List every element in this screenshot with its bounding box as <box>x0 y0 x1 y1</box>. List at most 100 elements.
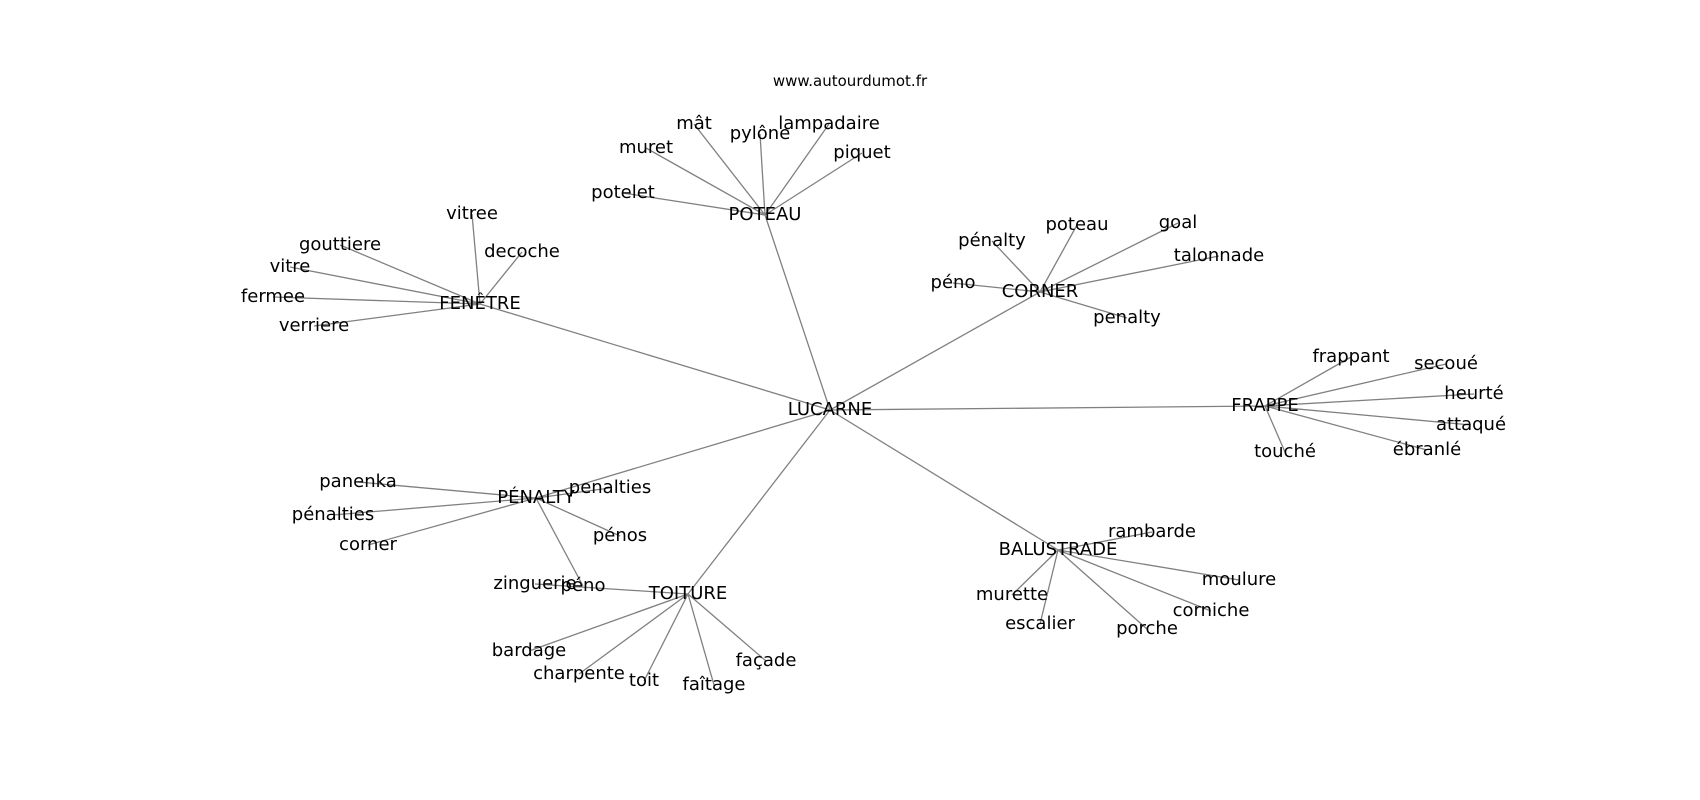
leaf-node: charpente <box>533 663 625 684</box>
edge-hub-to-leaf <box>471 213 481 305</box>
leaf-node: rambarde <box>1108 521 1196 542</box>
leaf-node: pénalty <box>958 230 1026 251</box>
leaf-node: mât <box>676 113 712 134</box>
leaf-node: façade <box>736 650 797 671</box>
edge-hub-to-leaf <box>528 593 689 652</box>
edge-hub-to-leaf <box>313 303 481 327</box>
edge-hub-to-leaf <box>622 192 766 216</box>
edge-hub-to-leaf <box>645 147 766 216</box>
edge-hub-to-leaf <box>272 296 481 305</box>
leaf-node: muret <box>619 137 673 158</box>
leaf-node: zinguerie <box>493 573 576 594</box>
leaf-node: frappant <box>1312 346 1389 367</box>
edge-hub-to-leaf <box>1264 405 1428 451</box>
leaf-node: attaqué <box>1436 414 1506 435</box>
leaf-node: goal <box>1159 212 1197 233</box>
hub-node: FRAPPE <box>1231 395 1299 416</box>
edge-hub-to-leaf <box>759 133 766 216</box>
edge-hub-to-leaf <box>643 593 689 682</box>
leaf-node: poteau <box>1045 214 1108 235</box>
edge-center-to-hub <box>764 214 831 411</box>
edges <box>272 123 1475 686</box>
leaf-node: pylône <box>730 123 791 144</box>
edge-hub-to-leaf <box>1264 405 1472 426</box>
leaf-node: verriere <box>279 315 349 336</box>
edge-center-to-hub <box>829 291 1041 411</box>
edge-hub-to-leaf <box>1264 363 1447 407</box>
edge-center-to-hub <box>687 409 831 595</box>
edge-hub-to-leaf <box>479 251 523 305</box>
edge-hub-to-leaf <box>1039 255 1220 293</box>
leaf-node: murette <box>976 584 1048 605</box>
edge-hub-to-leaf <box>535 497 584 587</box>
leaf-node: faîtage <box>683 674 746 695</box>
edge-center-to-hub <box>535 409 831 499</box>
leaf-node: talonnade <box>1174 245 1264 266</box>
leaf-node: escalier <box>1005 613 1075 634</box>
edge-hub-to-leaf <box>367 497 537 546</box>
hub-node: PÉNALTY <box>497 486 576 508</box>
leaf-node: piquet <box>833 142 890 163</box>
source-watermark: www.autourdumot.fr <box>772 72 928 90</box>
leaf-node: fermee <box>241 286 305 307</box>
edge-hub-to-leaf <box>952 282 1041 293</box>
edge-hub-to-leaf <box>687 593 767 662</box>
edge-hub-to-leaf <box>1039 549 1059 625</box>
edge-hub-to-leaf <box>764 123 830 216</box>
edge-hub-to-leaf <box>764 152 863 216</box>
leaf-node: moulure <box>1202 569 1276 590</box>
edge-hub-to-leaf <box>535 497 621 537</box>
leaf-node: lampadaire <box>778 113 880 134</box>
edge-hub-to-leaf <box>289 266 481 305</box>
leaf-node: pénos <box>593 525 647 546</box>
leaf-node: toit <box>629 670 659 691</box>
leaf-node: péno <box>561 575 606 596</box>
edge-hub-to-leaf <box>332 497 537 516</box>
edge-hub-to-leaf <box>578 593 689 675</box>
leaf-node: ébranlé <box>1393 439 1461 460</box>
edge-hub-to-leaf <box>687 593 715 686</box>
hub-node: FENÊTRE <box>439 292 520 314</box>
leaf-node: penalty <box>1093 307 1161 328</box>
hub-node: BALUSTRADE <box>999 539 1118 560</box>
leaf-node: heurté <box>1444 383 1503 404</box>
hub-node: POTEAU <box>729 204 802 225</box>
edge-hub-to-leaf <box>1264 405 1286 453</box>
leaf-node: secoué <box>1414 353 1478 374</box>
edge-hub-to-leaf <box>535 487 611 499</box>
edge-hub-to-leaf <box>339 244 481 305</box>
edge-hub-to-leaf <box>1039 291 1128 319</box>
leaf-node: penalties <box>569 477 651 498</box>
leaf-node: potelet <box>591 182 655 203</box>
edge-hub-to-leaf <box>1057 549 1212 612</box>
edge-hub-to-leaf <box>1011 549 1059 596</box>
leaf-node: corniche <box>1173 600 1250 621</box>
edge-center-to-hub <box>479 303 831 411</box>
leaf-node: decoche <box>484 241 560 262</box>
leaf-node: porche <box>1116 618 1178 639</box>
edge-hub-to-leaf <box>1264 356 1352 407</box>
edge-hub-to-leaf <box>1057 531 1153 551</box>
edge-center-to-hub <box>829 409 1059 551</box>
edge-hub-to-leaf <box>991 240 1041 293</box>
hub-node: TOITURE <box>648 583 728 604</box>
hub-node: CORNER <box>1002 281 1079 302</box>
leaf-node: corner <box>339 534 397 555</box>
edge-hub-to-leaf <box>357 481 537 499</box>
edge-center-to-hub <box>829 405 1266 411</box>
leaf-node: vitre <box>270 256 311 277</box>
edge-hub-to-leaf <box>1057 549 1148 630</box>
edge-hub-to-leaf <box>1057 549 1240 581</box>
leaf-node: pénalties <box>292 504 374 525</box>
leaf-node: gouttiere <box>299 234 381 255</box>
edge-hub-to-leaf <box>534 583 689 595</box>
edge-hub-to-leaf <box>693 123 766 216</box>
edge-hub-to-leaf <box>1039 222 1179 293</box>
center-node: LUCARNE <box>788 399 873 420</box>
edge-hub-to-leaf <box>1039 224 1078 293</box>
edge-hub-to-leaf <box>1264 393 1475 407</box>
leaf-node: bardage <box>492 640 567 661</box>
leaf-node: vitree <box>446 203 498 224</box>
